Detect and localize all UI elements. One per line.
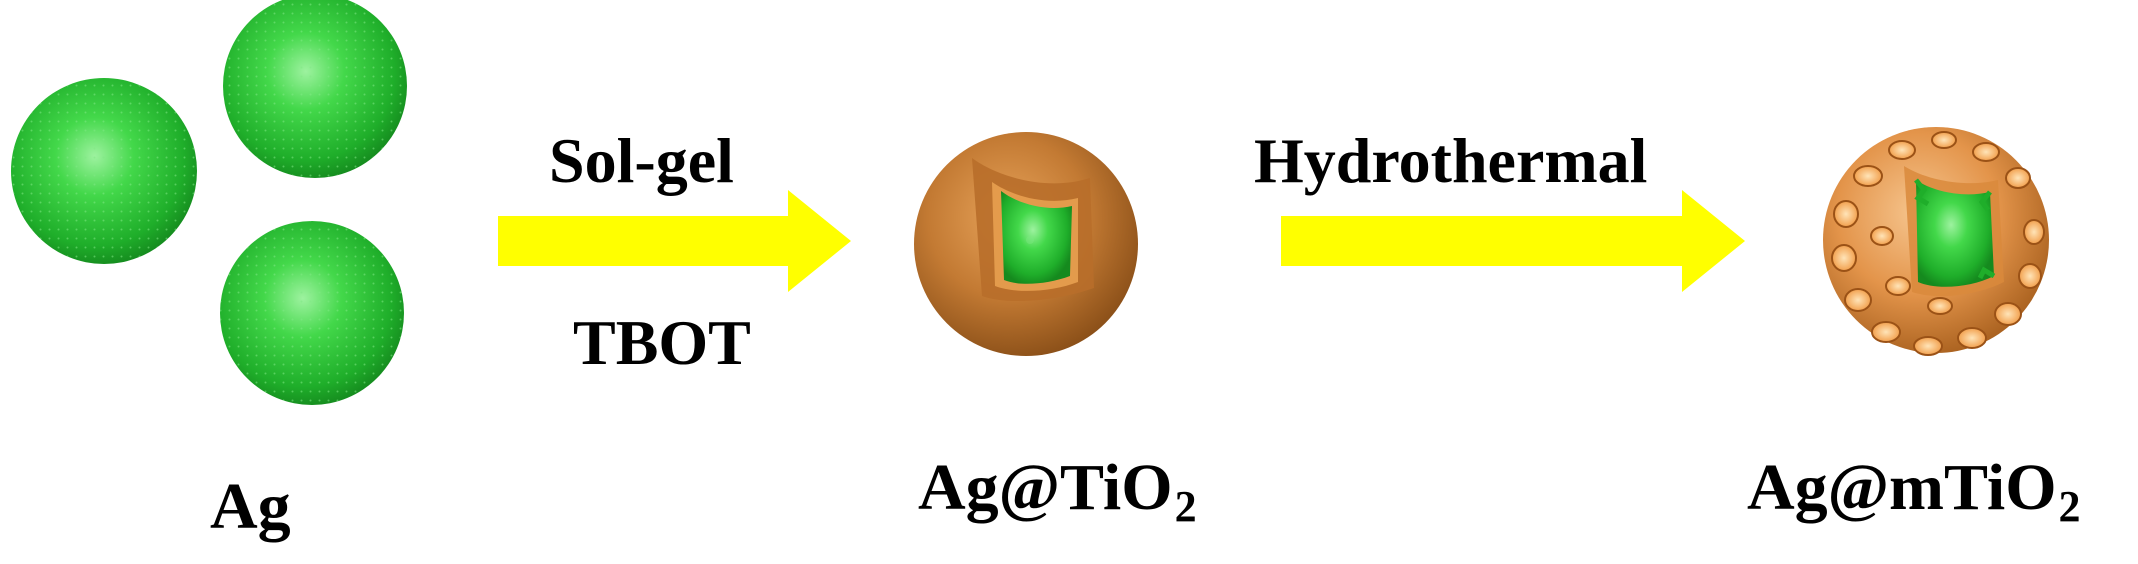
particle-label-text: Ag [210,470,291,543]
arrow-hydrothermal [1281,190,1745,292]
ag-nanoparticles [11,0,407,405]
step-method-label: Hydrothermal [1254,125,1648,196]
arrow-sol-gel [498,190,851,292]
particle-label-text: Ag@TiO [918,451,1173,524]
ag-sphere [220,221,404,405]
particle-label-ag-mtio2: Ag@mTiO2 [1747,455,2081,529]
particle-label-text: Ag@mTiO [1747,451,2057,524]
ag-sphere [223,0,407,178]
ag-tio2-core-shell [914,132,1138,356]
shell-pores [1831,131,2045,356]
ag-sphere [11,78,197,264]
ag-mtio2-mesoporous [1823,127,2049,356]
step-reagent-label: TBOT [573,307,751,378]
particle-label-ag-tio2: Ag@TiO2 [918,455,1197,529]
step-method-label: Sol-gel [549,125,734,196]
particle-label-ag: Ag [210,474,293,548]
particle-label-subscript: 2 [2058,482,2081,531]
particle-label-subscript: 2 [1174,482,1197,531]
